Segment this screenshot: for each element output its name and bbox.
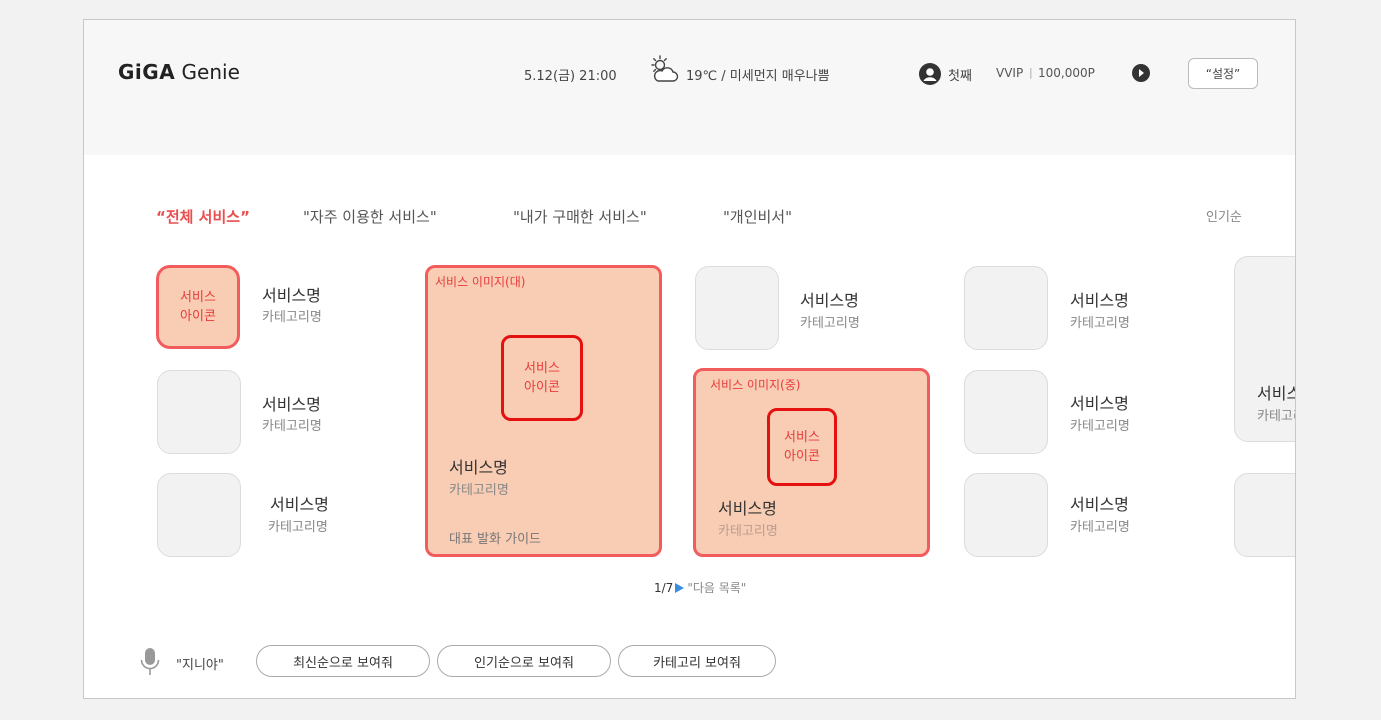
- service-category: 카테고리명: [1070, 316, 1130, 331]
- utterance-guide: 대표 발화 가이드: [449, 532, 541, 547]
- datetime: 5.12(금) 21:00: [524, 69, 617, 84]
- service-name[interactable]: 서비스명: [1070, 394, 1129, 413]
- service-category: 카테고리명: [1070, 419, 1130, 434]
- service-name: 서비스명: [449, 458, 508, 477]
- card-image-label: 서비스 이미지(중): [710, 378, 801, 392]
- voice-chip-latest[interactable]: 최신순으로 보여줘: [256, 645, 430, 677]
- sort-popular[interactable]: 인기순: [1206, 210, 1242, 225]
- service-icon-tile[interactable]: [1234, 473, 1295, 557]
- weather-text: 19℃ / 미세먼지 매우나쁨: [686, 69, 830, 84]
- service-name[interactable]: 서비스명: [270, 495, 329, 514]
- logo-bold: GiGA: [118, 60, 176, 84]
- service-category: 카테고리명: [1070, 520, 1130, 535]
- profile-avatar-icon[interactable]: [919, 63, 941, 85]
- tab-all-services[interactable]: “전체 서비스”: [156, 208, 250, 226]
- tab-frequent-services[interactable]: "자주 이용한 서비스": [303, 208, 437, 226]
- service-icon-tile[interactable]: [964, 370, 1048, 454]
- service-icon-tile[interactable]: [964, 473, 1048, 557]
- partly-cloudy-icon: [651, 55, 679, 82]
- logo-rest: Genie: [175, 60, 240, 84]
- giga-genie-logo: GiGA Genie: [118, 60, 240, 84]
- pagination: 1/7 "다음 목록": [654, 579, 746, 596]
- username: 첫째: [948, 69, 972, 84]
- next-arrow-icon[interactable]: [675, 583, 685, 593]
- voice-chip-popular[interactable]: 인기순으로 보여줘: [437, 645, 611, 677]
- service-icon-tile[interactable]: [695, 266, 779, 350]
- header-separator: |: [1029, 66, 1033, 79]
- tab-purchased-services[interactable]: "내가 구매한 서비스": [513, 208, 647, 226]
- settings-button[interactable]: “설정”: [1188, 58, 1258, 89]
- member-grade: VVIP: [996, 66, 1024, 80]
- points-arrow-icon[interactable]: [1132, 64, 1150, 82]
- page-indicator: 1/7: [654, 581, 674, 595]
- app-frame: GiGA Genie 5.12(금) 21:00 19℃ / 미세먼지 매우나쁨…: [83, 19, 1296, 699]
- service-category: 카테고리명: [449, 483, 509, 498]
- service-category: 카테고리명: [262, 310, 322, 325]
- service-category: 카테고리명: [800, 316, 860, 331]
- service-category: 카테고리명: [268, 520, 328, 535]
- service-name[interactable]: 서비스명: [262, 286, 321, 305]
- service-icon-tile[interactable]: [964, 266, 1048, 350]
- service-name[interactable]: 서비스명: [800, 291, 859, 310]
- service-name[interactable]: 서비스명: [1070, 495, 1129, 514]
- service-name[interactable]: 서비스명: [1070, 291, 1129, 310]
- service-icon-tile[interactable]: [157, 473, 241, 557]
- tab-personal-assistant[interactable]: "개인비서": [723, 208, 792, 226]
- card-image-label: 서비스 이미지(대): [435, 275, 526, 289]
- microphone-icon[interactable]: [140, 648, 160, 676]
- header-bar: [84, 20, 1295, 155]
- service-category: 카테고리명: [1257, 409, 1295, 424]
- service-card-partial[interactable]: [1234, 256, 1295, 442]
- service-name: 서비스명: [718, 499, 777, 518]
- service-name[interactable]: 서비스명: [262, 395, 321, 414]
- service-name[interactable]: 서비스명: [1257, 384, 1295, 403]
- voice-chip-category[interactable]: 카테고리 보여줘: [618, 645, 776, 677]
- service-category: 카테고리명: [262, 419, 322, 434]
- wake-word: "지니야": [176, 658, 224, 673]
- service-icon-tile[interactable]: [157, 370, 241, 454]
- points-balance: 100,000P: [1038, 66, 1095, 80]
- next-list-link[interactable]: "다음 목록": [687, 581, 747, 595]
- service-category: 카테고리명: [718, 524, 778, 539]
